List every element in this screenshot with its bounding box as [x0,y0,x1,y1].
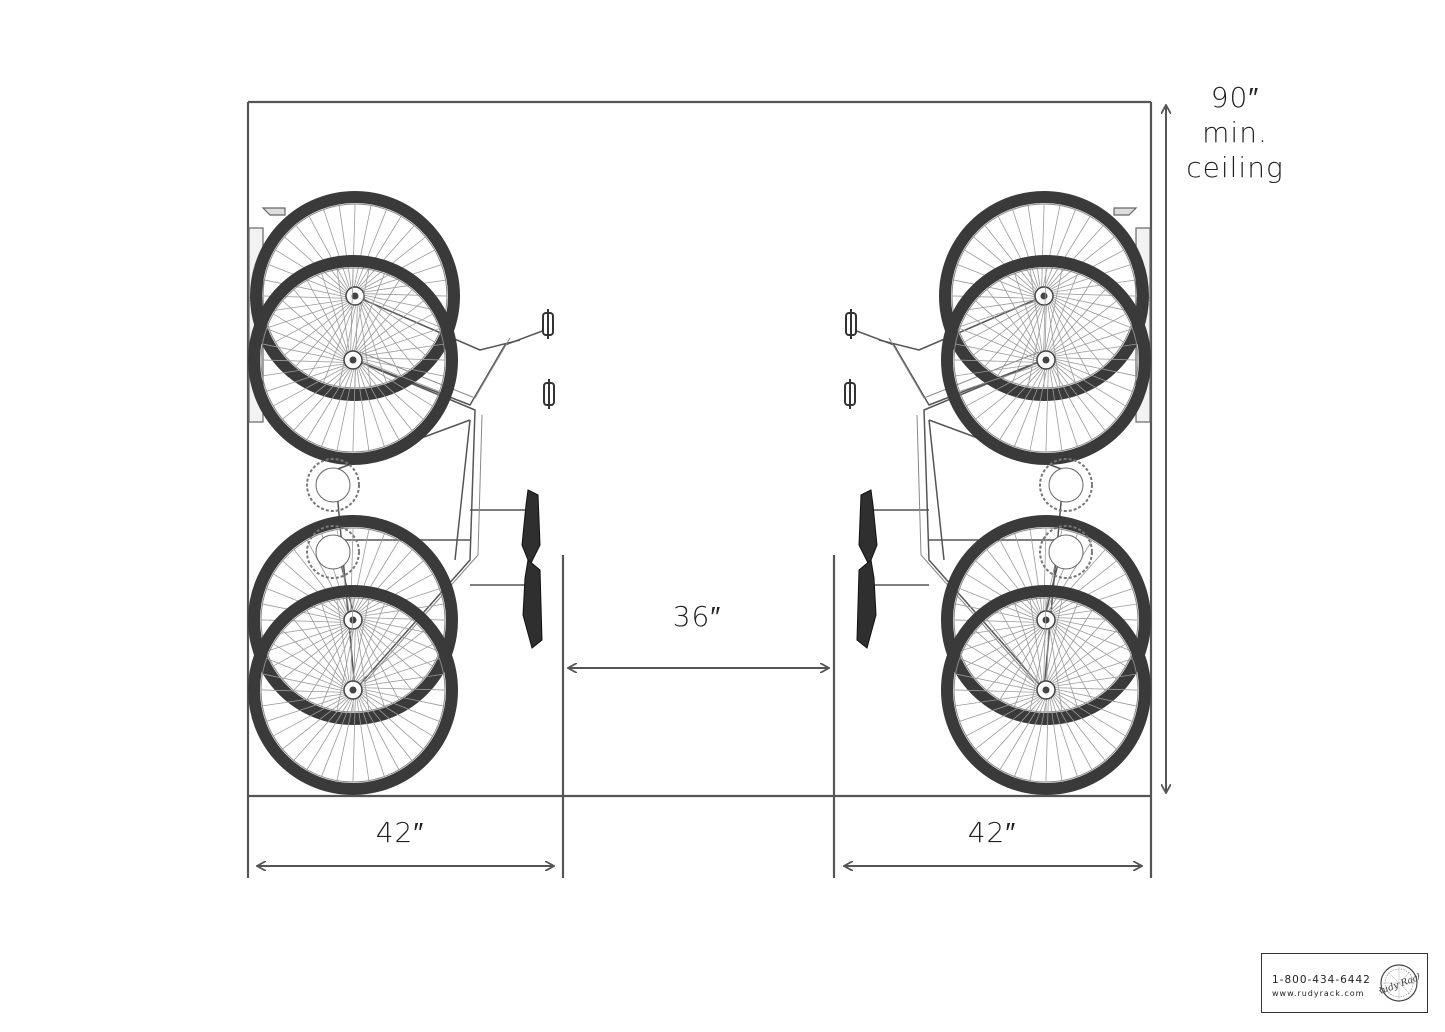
bike-frame-outline [359,337,511,683]
room-outline [246,100,1153,878]
dimension-arrows [258,106,1166,866]
bike-wheel [941,255,1151,465]
bike-chainring [1039,458,1093,579]
brand-phone: 1-800-434-6442 [1272,974,1371,986]
ceiling-value: 90″ [1210,81,1260,114]
center-aisle-label: 36″ [672,600,722,633]
ceiling-height-label: 90″ min. ceiling [1170,80,1300,185]
left-bike-pair [248,191,555,795]
rudy-rack-logo: Rudy Rack [1379,964,1419,1002]
bike-wheel [248,515,458,725]
brand-contact-box: 1-800-434-6442 www.rudyrack.com Rudy Rac… [1261,953,1428,1013]
brand-website[interactable]: www.rudyrack.com [1272,989,1365,998]
bike-chainring [306,458,360,579]
bike-wheel [248,585,458,795]
right-bike-pair [844,191,1151,795]
bike-handlebar [542,309,555,409]
bike-wheel [941,585,1151,795]
ceiling-word: ceiling [1186,151,1284,184]
ceiling-min: min. [1202,116,1268,149]
bike-frame-outline [888,337,1040,683]
bike-wheel [248,255,458,465]
right-width-label: 42″ [967,816,1017,849]
bike-handlebar [844,309,857,409]
bike-saddle [521,489,543,649]
bike-saddle [856,489,878,649]
left-width-label: 42″ [375,816,425,849]
